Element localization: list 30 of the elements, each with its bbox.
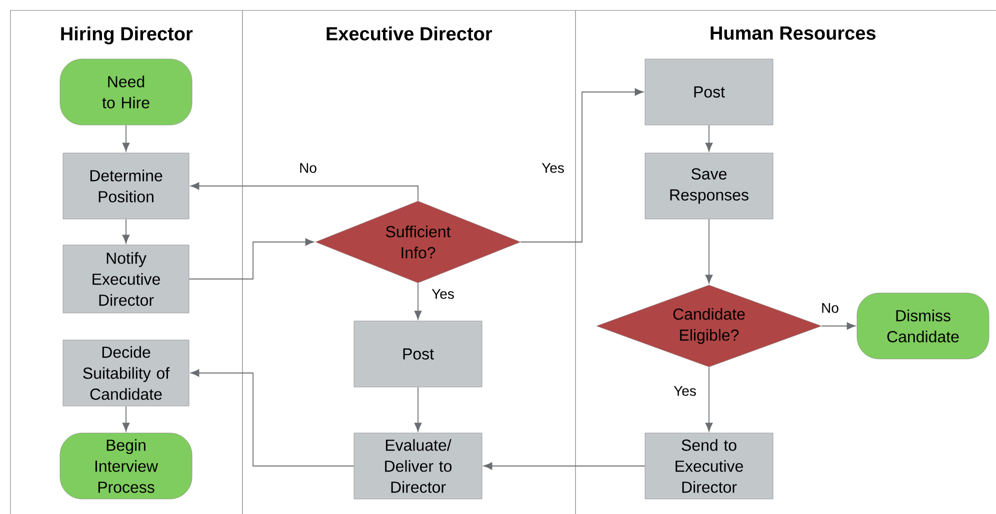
process-box: Send to Executive Director [644, 432, 774, 500]
terminal-box: Dismiss Candidate [856, 292, 990, 360]
arrow [188, 238, 314, 280]
edge-label: No [820, 302, 840, 314]
arrow [821, 322, 856, 330]
process-box: Post [644, 58, 774, 126]
arrow [122, 406, 130, 432]
arrow [414, 282, 422, 320]
terminal-box: Need to Hire [60, 58, 192, 126]
arrow [414, 386, 422, 432]
arrow [705, 218, 713, 284]
terminal-box: Begin Interview Process [60, 432, 192, 500]
process-box: Post [354, 320, 482, 388]
process-box: Notify Executive Director [62, 244, 190, 314]
arrow [190, 369, 354, 466]
arrow [190, 182, 418, 202]
process-box: Save Responses [644, 152, 774, 220]
edge-label: No [298, 162, 318, 174]
arrow [122, 124, 130, 152]
process-box: Evaluate/ Deliver to Director [354, 432, 482, 500]
arrow [122, 218, 130, 244]
process-box: Determine Position [62, 152, 190, 220]
arrow [484, 462, 646, 470]
arrow [705, 124, 713, 152]
edge-label: Yes [540, 162, 566, 174]
arrow [705, 366, 713, 432]
edge-label: Yes [672, 385, 698, 397]
process-box: Decide Suitability of Candidate [62, 340, 190, 406]
edge-label: Yes [430, 288, 456, 300]
arrow [520, 88, 644, 242]
